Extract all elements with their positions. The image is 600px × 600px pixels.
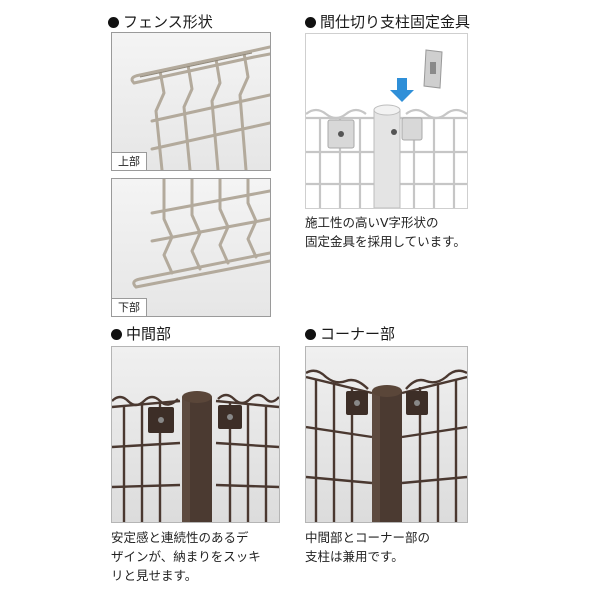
corner-heading: コーナー部	[305, 325, 395, 343]
fence-bottom-wire-illustration	[132, 179, 270, 289]
bracket-caption-line-1: 施工性の高いV字形状の	[305, 215, 439, 230]
bracket-caption-line-2: 固定金具を採用しています。	[305, 234, 466, 249]
corner-caption-line-2: 支柱は兼用です。	[305, 549, 404, 564]
middle-caption: 安定感と連続性のあるデ ザインが、納まりをスッキ リと見せます。	[111, 528, 291, 585]
corner-title: コーナー部	[320, 325, 396, 343]
middle-caption-line-3: リと見せます。	[111, 568, 198, 583]
middle-post-illustration	[112, 391, 279, 522]
bracket-illustration	[306, 49, 467, 208]
fence-top-wire-illustration	[130, 45, 270, 170]
down-arrow-icon	[390, 78, 414, 102]
middle-caption-line-1: 安定感と連続性のあるデ	[111, 530, 249, 545]
fence-shape-title: フェンス形状	[123, 13, 213, 31]
middle-caption-line-2: ザインが、納まりをスッキ	[111, 549, 261, 564]
fence-top-image: 上部	[111, 32, 271, 171]
corner-caption-line-1: 中間部とコーナー部の	[305, 530, 431, 545]
top-label: 上部	[112, 152, 147, 170]
bracket-image	[305, 33, 468, 209]
middle-image	[111, 346, 280, 523]
fence-bottom-image: 下部	[111, 178, 271, 317]
bracket-title: 間仕切り支柱固定金具	[320, 13, 471, 31]
fence-shape-heading: フェンス形状	[108, 13, 213, 31]
bracket-heading: 間仕切り支柱固定金具	[305, 13, 470, 31]
middle-title: 中間部	[126, 325, 172, 343]
bracket-caption: 施工性の高いV字形状の 固定金具を採用しています。	[305, 213, 480, 251]
corner-post-illustration	[306, 369, 467, 522]
bullet-icon	[108, 17, 119, 28]
bullet-icon	[305, 17, 316, 28]
bullet-icon	[111, 329, 122, 340]
middle-heading: 中間部	[111, 325, 171, 343]
bottom-label: 下部	[112, 298, 147, 316]
bullet-icon	[305, 329, 316, 340]
corner-image	[305, 346, 468, 523]
corner-caption: 中間部とコーナー部の 支柱は兼用です。	[305, 528, 480, 566]
